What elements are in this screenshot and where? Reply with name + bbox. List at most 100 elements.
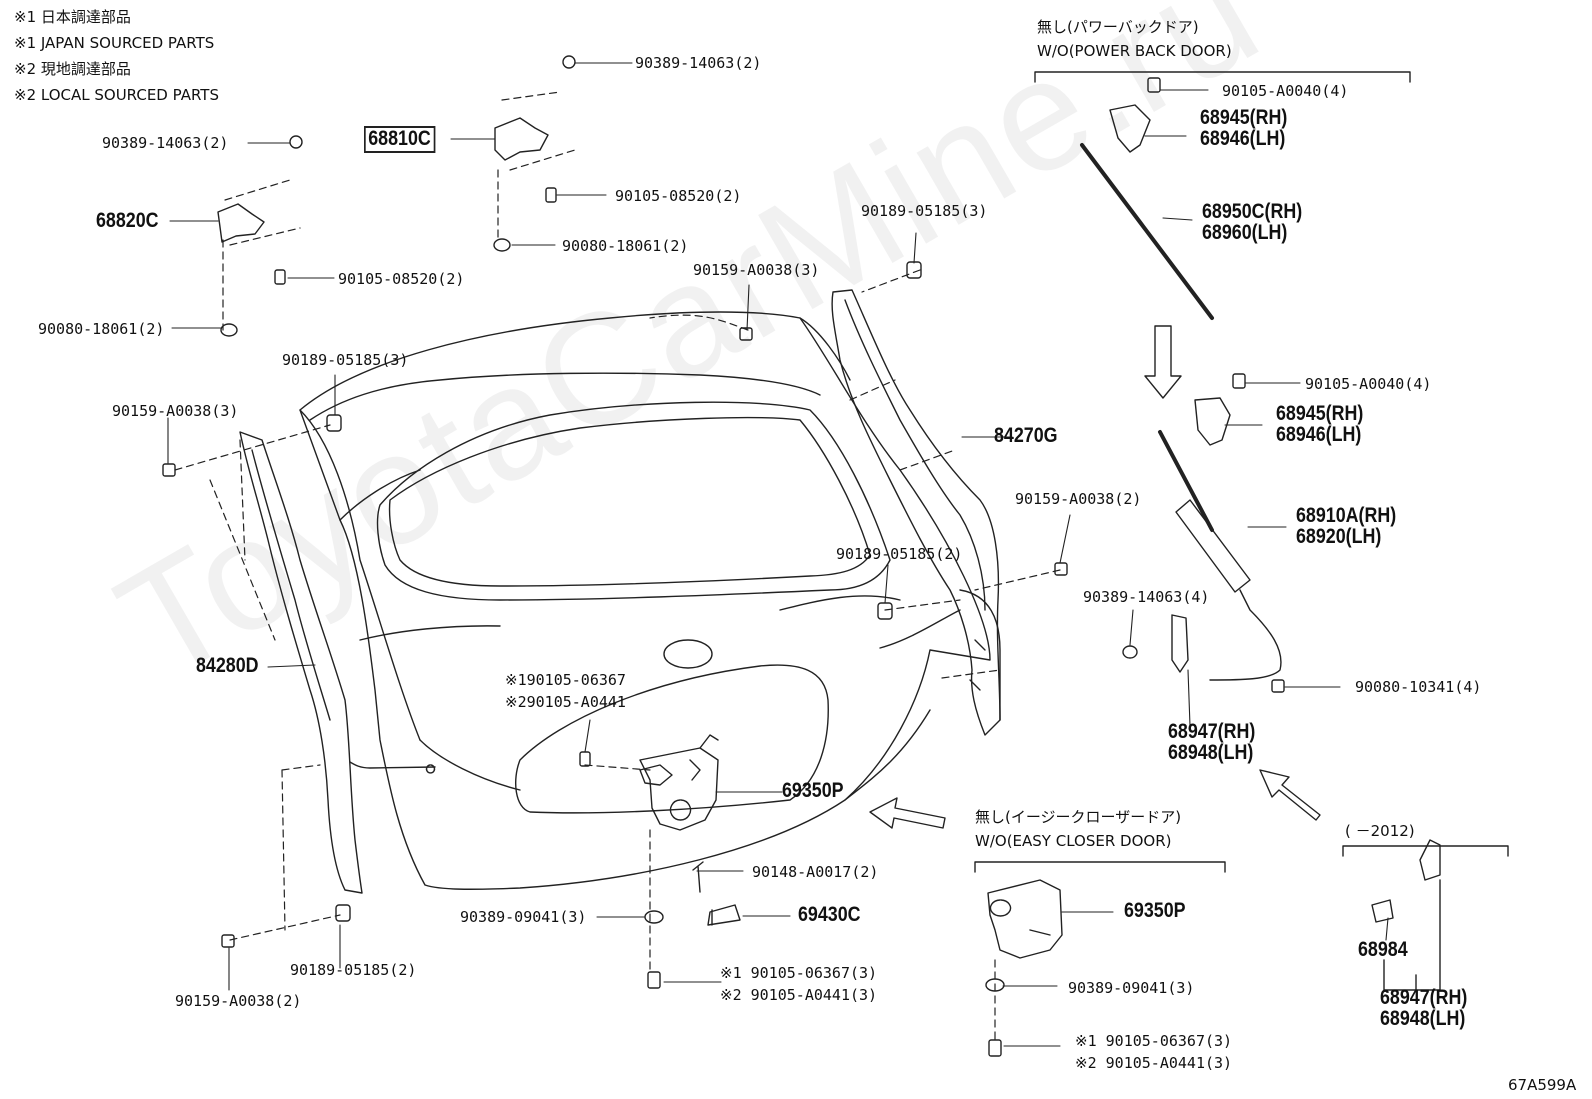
68910A-body <box>1175 499 1251 593</box>
part-label[interactable]: 68945(RH) <box>1200 106 1288 129</box>
part-label[interactable]: 90189-05185(2) <box>836 545 963 563</box>
part-label[interactable]: ※2 90105-A0441(3) <box>720 986 878 1004</box>
part-label[interactable]: 90189-05185(3) <box>861 202 988 220</box>
left-arrow <box>869 797 946 829</box>
part-label[interactable]: 84270G <box>994 424 1058 447</box>
part-label[interactable]: 90159-A0038(3) <box>112 402 239 420</box>
part-label[interactable]: 90105-A0040(4) <box>1305 375 1432 393</box>
washer-90389 <box>644 910 664 924</box>
figure-code: 67A599A <box>1508 1076 1577 1094</box>
screw-90159-left <box>162 463 176 477</box>
68910A-strut <box>1158 430 1214 532</box>
part-label[interactable]: 69430C <box>798 903 861 926</box>
note-1-jp: ※1 日本調達部品 <box>14 8 131 26</box>
part-label[interactable]: 69350P <box>1124 899 1186 922</box>
part-label[interactable]: 90389-14063(4) <box>1083 588 1210 606</box>
84280D-panel <box>239 431 363 894</box>
69350P-lock <box>639 747 719 831</box>
year-bracket <box>1342 845 1509 857</box>
nut-90389-a <box>562 55 576 69</box>
rear-window <box>376 401 891 601</box>
part-label[interactable]: 68950C(RH) <box>1202 200 1303 223</box>
68947-bracket-b <box>1419 839 1441 881</box>
part-label[interactable]: 90148-A0017(2) <box>752 863 879 881</box>
bolt-90105-a0040-b <box>1232 373 1246 389</box>
easy-closer-en: W/O(EASY CLOSER DOOR) <box>975 832 1172 850</box>
up-left-arrow <box>1259 769 1321 821</box>
bolt-90105-a <box>545 187 557 203</box>
screw-90159-top <box>739 327 753 341</box>
part-label[interactable]: 90159-A0038(2) <box>175 992 302 1010</box>
nut-90389-b <box>289 135 303 149</box>
power-door-en: W/O(POWER BACK DOOR) <box>1037 42 1232 60</box>
part-label[interactable]: ※290105-A0441 <box>505 693 626 711</box>
nut-90080-b <box>220 323 238 337</box>
screw-90159-bot <box>221 934 235 948</box>
part-label[interactable]: 90389-14063(2) <box>635 54 762 72</box>
part-label[interactable]: 68820C <box>96 209 159 232</box>
bolt-90105-b <box>274 269 286 285</box>
part-label[interactable]: 90080-18061(2) <box>38 320 165 338</box>
68810C-bracket <box>494 117 549 161</box>
part-label[interactable]: 90159-A0038(3) <box>693 261 820 279</box>
part-label[interactable]: 68946(LH) <box>1200 127 1286 150</box>
part-label[interactable]: 68984 <box>1358 938 1408 961</box>
bolt-90105-a0040-a <box>1147 77 1161 93</box>
bolt-90105-lock <box>579 751 591 767</box>
part-label[interactable]: ※190105-06367 <box>505 671 626 689</box>
part-label[interactable]: ※2 90105-A0441(3) <box>1075 1054 1233 1072</box>
part-label[interactable]: 68945(RH) <box>1276 402 1364 425</box>
part-label[interactable]: ※1 90105-06367(3) <box>1075 1032 1233 1050</box>
part-label[interactable]: 90105-A0040(4) <box>1222 82 1349 100</box>
part-label[interactable]: 90080-18061(2) <box>562 237 689 255</box>
easy-closer-jp: 無し(イージークローザードア) <box>975 808 1182 826</box>
part-label[interactable]: 68948(LH) <box>1168 741 1254 764</box>
bolt-90105-bot <box>647 971 661 989</box>
clip-90189-left <box>326 414 342 432</box>
part-label[interactable]: 68947(RH) <box>1168 720 1256 743</box>
down-arrow <box>1144 325 1182 399</box>
part-label[interactable]: 90189-05185(3) <box>282 351 409 369</box>
power-door-bracket <box>1034 71 1411 83</box>
part-label[interactable]: 90080-10341(4) <box>1355 678 1482 696</box>
screw-90159-right <box>1054 562 1068 576</box>
part-label[interactable]: 68960(LH) <box>1202 221 1288 244</box>
bolt-90105-b2 <box>988 1039 1002 1057</box>
69350P-easy-closer <box>987 879 1063 959</box>
part-label[interactable]: ※1 90105-06367(3) <box>720 964 878 982</box>
clip-90189-bot <box>335 904 351 922</box>
68950C-strut <box>1080 143 1214 320</box>
clip-90189-mid <box>877 602 893 620</box>
part-label[interactable]: 68946(LH) <box>1276 423 1362 446</box>
note-1-en: ※1 JAPAN SOURCED PARTS <box>14 34 215 52</box>
68947-bracket-a <box>1171 614 1189 673</box>
nut-90389-c <box>1122 645 1138 659</box>
part-label[interactable]: 90389-09041(3) <box>460 908 587 926</box>
part-label[interactable]: 68910A(RH) <box>1296 504 1397 527</box>
emblem-recess <box>663 639 713 669</box>
part-label[interactable]: 69350P <box>782 779 844 802</box>
license-recess <box>515 664 829 814</box>
screw-90080-10341 <box>1271 679 1285 693</box>
part-label[interactable]: 68947(RH) <box>1380 986 1468 1009</box>
68984-part <box>1371 899 1394 923</box>
part-label[interactable]: 90105-08520(2) <box>338 270 465 288</box>
part-label[interactable]: 90389-09041(3) <box>1068 979 1195 997</box>
part-label[interactable]: 90105-08520(2) <box>615 187 742 205</box>
washer-90389-b <box>985 978 1005 992</box>
part-label-highlighted[interactable]: 68810C <box>364 126 436 153</box>
69430C-bracket <box>707 904 741 926</box>
part-label[interactable]: 84280D <box>196 654 259 677</box>
door-outline <box>299 311 991 890</box>
part-label[interactable]: 68948(LH) <box>1380 1007 1466 1030</box>
note-2-en: ※2 LOCAL SOURCED PARTS <box>14 86 219 104</box>
power-door-jp: 無し(パワーバックドア) <box>1037 18 1199 36</box>
part-label[interactable]: 68920(LH) <box>1296 525 1382 548</box>
year-range: ( －2012) <box>1345 822 1415 840</box>
easy-closer-bracket <box>974 861 1226 873</box>
part-label[interactable]: 90159-A0038(2) <box>1015 490 1142 508</box>
part-label[interactable]: 90389-14063(2) <box>102 134 229 152</box>
part-label[interactable]: 90189-05185(2) <box>290 961 417 979</box>
